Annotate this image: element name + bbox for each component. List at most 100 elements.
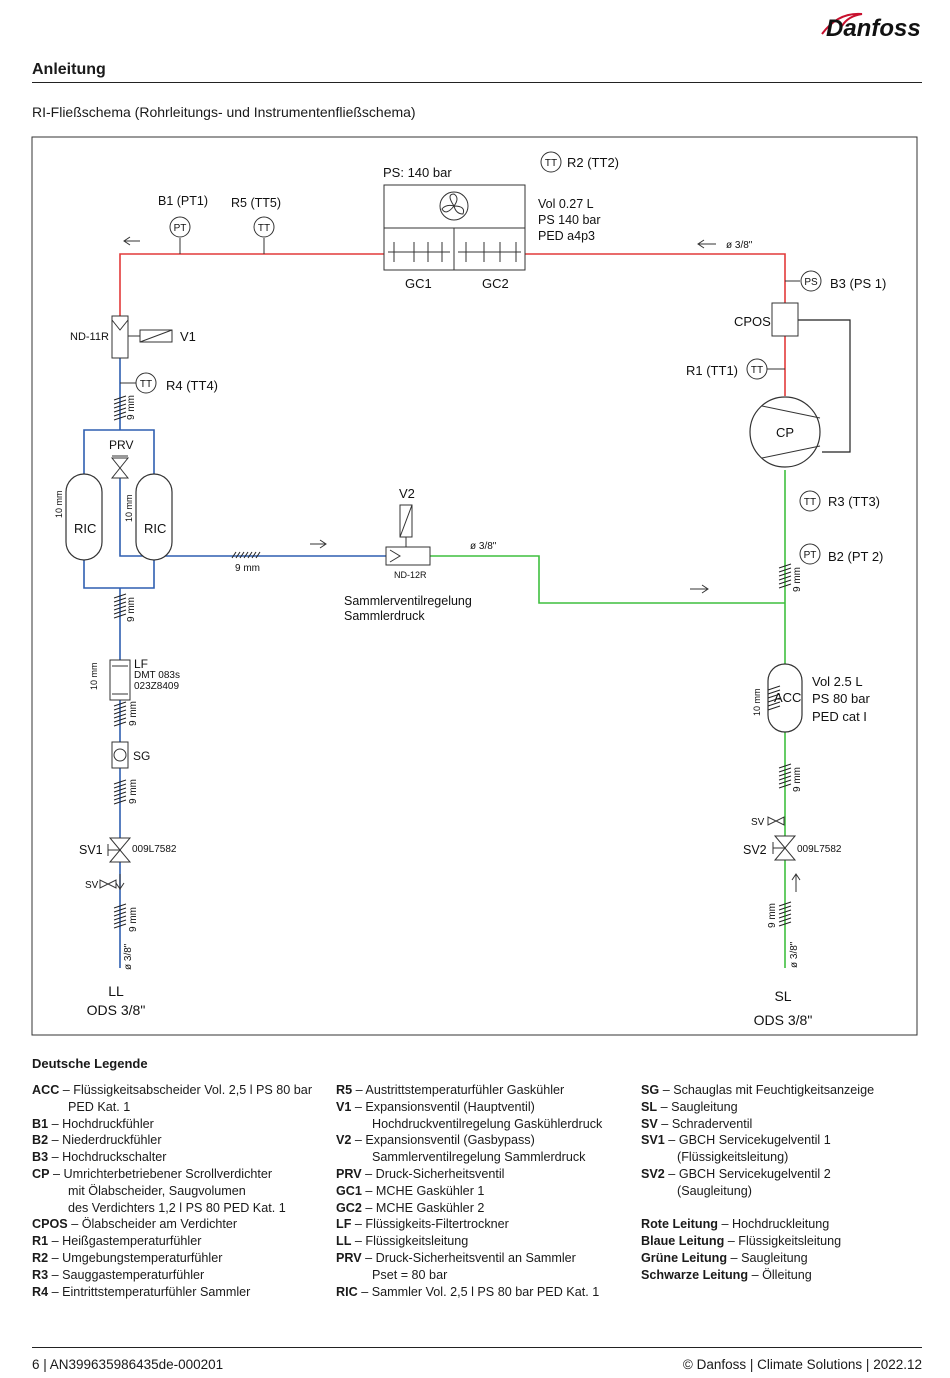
legend-text: – Hochdruckfühler [48, 1116, 154, 1131]
oil-separator [771, 302, 799, 337]
legend-text: – Sammler Vol. 2,5 l PS 80 bar PED Kat. … [357, 1284, 600, 1299]
legend-item: PRV – Druck-Sicherheitsventil an Sammler [336, 1250, 602, 1267]
legend-item: SV – Schraderventil [641, 1116, 874, 1133]
svg-text:Vol 0.27 L: Vol 0.27 L [538, 197, 594, 211]
legend-key: GC2 [336, 1200, 362, 1215]
svg-text:SV: SV [85, 880, 99, 891]
svg-text:9 mm: 9 mm [126, 395, 137, 420]
legend-item-continued: Pset = 80 bar [372, 1267, 448, 1282]
legend-key: V2 [336, 1133, 352, 1148]
svg-text:TT: TT [751, 365, 763, 376]
prv-valve [110, 455, 130, 479]
footer-doc-id: 6 | AN399635986435de-000201 [32, 1357, 224, 1372]
svg-text:SG: SG [133, 749, 150, 763]
legend-text: – Eintrittstemperaturfühler Sammler [48, 1284, 251, 1299]
legend-text: – Flüssigkeitsabscheider Vol. 2,5 l PS 8… [59, 1083, 313, 1097]
legend-item: SG – Schauglas mit Feuchtigkeitsanzeige [641, 1082, 874, 1099]
legend-text: – Druck-Sicherheitsventil [361, 1166, 505, 1181]
legend-text: – Expansionsventil (Hauptventil) [351, 1099, 535, 1114]
svg-text:PS: PS [804, 277, 818, 288]
schrader-valve-right [767, 816, 785, 826]
legend-key: V1 [336, 1099, 352, 1114]
legend-item: Schwarze Leitung – Ölleitung [641, 1267, 874, 1284]
legend-text: – MCHE Gaskühler 1 [361, 1183, 485, 1198]
oil-line [798, 319, 851, 453]
pi-diagram: PS: 140 bar GC1 GC2 Vol 0.27 L PS 140 ba… [31, 136, 918, 1036]
diagram-subtitle: RI-Fließschema (Rohrleitungs- und Instru… [32, 104, 416, 120]
footer-rule [32, 1347, 922, 1348]
legend-item: B2 – Niederdruckfühler [32, 1132, 312, 1149]
legend-text: – Umgebungstemperaturfühler [48, 1250, 223, 1265]
legend-item: V2 – Expansionsventil (Gasbypass) [336, 1132, 602, 1149]
svg-text:ø 3/8": ø 3/8" [470, 541, 497, 552]
legend-text: – Expansionsventil (Gasbypass) [351, 1133, 535, 1148]
legend-item-continued: Sammlerventilregelung Sammlerdruck [372, 1150, 586, 1165]
legend-item: B1 – Hochdruckfühler [32, 1116, 312, 1133]
svg-text:009L7582: 009L7582 [132, 844, 177, 855]
legend-title: Deutsche Legende [32, 1056, 148, 1071]
svg-text:10 mm: 10 mm [89, 662, 99, 690]
svg-text:TT: TT [140, 379, 152, 390]
legend-text: – Saugleitung [657, 1099, 738, 1114]
svg-text:ø 3/8": ø 3/8" [726, 240, 753, 251]
legend-item: B3 – Hochdruckschalter [32, 1149, 312, 1166]
svg-text:R4 (TT4): R4 (TT4) [166, 378, 218, 393]
svg-text:9 mm: 9 mm [128, 907, 139, 932]
legend-text: – MCHE Gaskühler 2 [361, 1200, 485, 1215]
svg-text:LF: LF [134, 657, 148, 671]
legend-text: – Ölleitung [748, 1267, 812, 1282]
legend-spacer [641, 1200, 874, 1217]
svg-text:ODS 3/8": ODS 3/8" [754, 1012, 813, 1028]
legend-text: – Niederdruckfühler [48, 1133, 162, 1148]
svg-text:TT: TT [545, 158, 557, 169]
legend-item-continued: mit Ölabscheider, Saugvolumen [68, 1183, 246, 1198]
svg-text:B2 (PT 2): B2 (PT 2) [828, 549, 883, 564]
legend-key: Grüne Leitung [641, 1250, 728, 1265]
sensor-b1: PT [169, 216, 191, 254]
svg-text:V1: V1 [180, 329, 196, 344]
legend-key: Schwarze Leitung [641, 1267, 749, 1282]
legend-key: B1 [32, 1116, 49, 1131]
legend-key: CP [32, 1166, 50, 1181]
receiver-ric-right [135, 473, 173, 561]
sensor-r2: TT [540, 151, 562, 173]
svg-text:TT: TT [804, 497, 816, 508]
legend-item: Rote Leitung – Hochdruckleitung [641, 1216, 874, 1233]
legend-item-continued: Hochdruckventilregelung Gaskühlerdruck [372, 1116, 603, 1131]
svg-text:ND-12R: ND-12R [394, 570, 427, 580]
svg-text:LL: LL [108, 983, 124, 999]
legend-key: LL [336, 1234, 352, 1249]
svg-text:B1 (PT1): B1 (PT1) [158, 194, 208, 208]
svg-text:10 mm: 10 mm [752, 688, 762, 716]
legend-key: R3 [32, 1267, 49, 1282]
svg-text:PT: PT [804, 550, 817, 561]
svg-text:DMT 083s: DMT 083s [134, 670, 180, 681]
svg-text:R2 (TT2): R2 (TT2) [567, 155, 619, 170]
legend-key: SV1 [641, 1133, 665, 1148]
svg-text:9 mm: 9 mm [792, 767, 803, 792]
footer-copyright: © Danfoss | Climate Solutions | 2022.12 [682, 1357, 922, 1372]
expansion-valve-v2 [385, 504, 431, 566]
svg-text:SV2: SV2 [743, 843, 767, 857]
legend-key: R5 [336, 1083, 353, 1097]
legend-key: SL [641, 1099, 658, 1114]
legend-column-1: ACC – Flüssigkeitsabscheider Vol. 2,5 l … [32, 1082, 312, 1300]
svg-text:9 mm: 9 mm [128, 779, 139, 804]
svg-text:SL: SL [774, 988, 791, 1004]
legend-item-continued: (Flüssigkeitsleitung) [677, 1150, 789, 1165]
legend-text: – Flüssigkeitsleitung [351, 1234, 469, 1249]
sight-glass [111, 741, 129, 769]
legend-text: – Hochdruckleitung [717, 1217, 830, 1232]
section-title: Anleitung [32, 61, 106, 78]
expansion-valve-v1 [111, 315, 173, 359]
svg-text:9 mm: 9 mm [128, 701, 139, 726]
svg-text:CPOS: CPOS [734, 314, 771, 329]
high-pressure-line [119, 253, 786, 396]
legend-item: GC2 – MCHE Gaskühler 2 [336, 1200, 602, 1217]
flex-hose [113, 395, 792, 929]
svg-text:B3 (PS 1): B3 (PS 1) [830, 276, 886, 291]
gas-cooler [383, 184, 526, 271]
svg-text:R3 (TT3): R3 (TT3) [828, 494, 880, 509]
legend-item: GC1 – MCHE Gaskühler 1 [336, 1183, 602, 1200]
